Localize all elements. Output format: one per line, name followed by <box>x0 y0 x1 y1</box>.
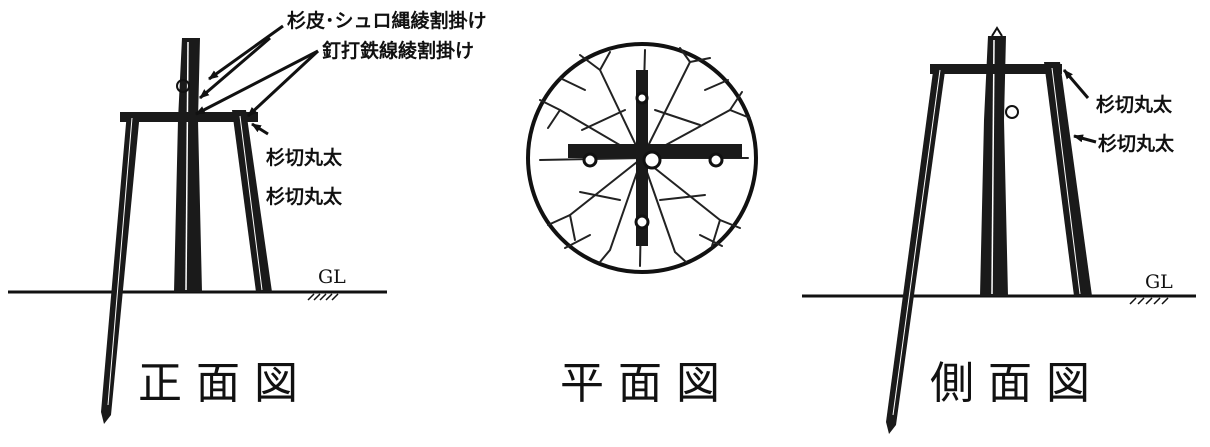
front-label-nail-wire: 釘打鉄線綾割掛け <box>322 39 474 62</box>
front-label-bark-rope: 杉皮･シュロ縄綾割掛け <box>287 9 487 32</box>
front-right-stake <box>232 110 272 292</box>
plan-cross-bar-vertical <box>636 70 648 246</box>
front-left-stake <box>101 112 140 424</box>
front-view: 杉皮･シュロ縄綾割掛け 釘打鉄線綾割掛け 杉切丸太 杉切丸太 GL 正 面 図 <box>8 9 487 424</box>
front-ground-label: GL <box>318 266 346 288</box>
side-right-stake <box>1044 62 1092 296</box>
front-leader-log-1 <box>251 122 269 136</box>
side-leader-log-1 <box>1062 69 1090 99</box>
side-label-log-2: 杉切丸太 <box>1098 132 1175 155</box>
side-tree-trunk <box>980 36 1008 296</box>
front-ground-hatch <box>307 293 339 301</box>
plan-stake-right <box>708 152 724 168</box>
front-label-log-1: 杉切丸太 <box>266 146 343 169</box>
front-binding-ring <box>176 79 190 93</box>
side-ground-label: GL <box>1145 271 1173 293</box>
front-caption: 正 面 図 <box>138 358 298 409</box>
side-leader-log-2 <box>1073 134 1097 144</box>
front-cross-bar <box>120 112 258 122</box>
side-ground-hatch <box>1129 297 1169 305</box>
front-leader-wire-1 <box>195 49 319 116</box>
plan-stake-top <box>635 91 649 105</box>
front-label-log-2: 杉切丸太 <box>266 185 343 208</box>
plan-stake-left <box>582 152 598 168</box>
side-label-log-1: 杉切丸太 <box>1096 93 1173 116</box>
front-leader-bark-2 <box>199 36 271 100</box>
side-cross-bar <box>930 64 1062 74</box>
plan-stake-center <box>642 150 662 170</box>
plan-view: 平 面 図 <box>526 42 758 409</box>
side-binding-ring <box>1005 105 1019 119</box>
side-caption: 側 面 図 <box>930 358 1090 409</box>
front-tree-trunk <box>174 38 202 292</box>
plan-stake-bottom <box>634 214 650 230</box>
side-view: 杉切丸太 杉切丸太 GL 側 面 図 <box>802 26 1196 434</box>
plan-caption: 平 面 図 <box>560 358 720 409</box>
front-leader-bark-1 <box>208 24 284 81</box>
front-leader-wire-2 <box>246 49 320 118</box>
